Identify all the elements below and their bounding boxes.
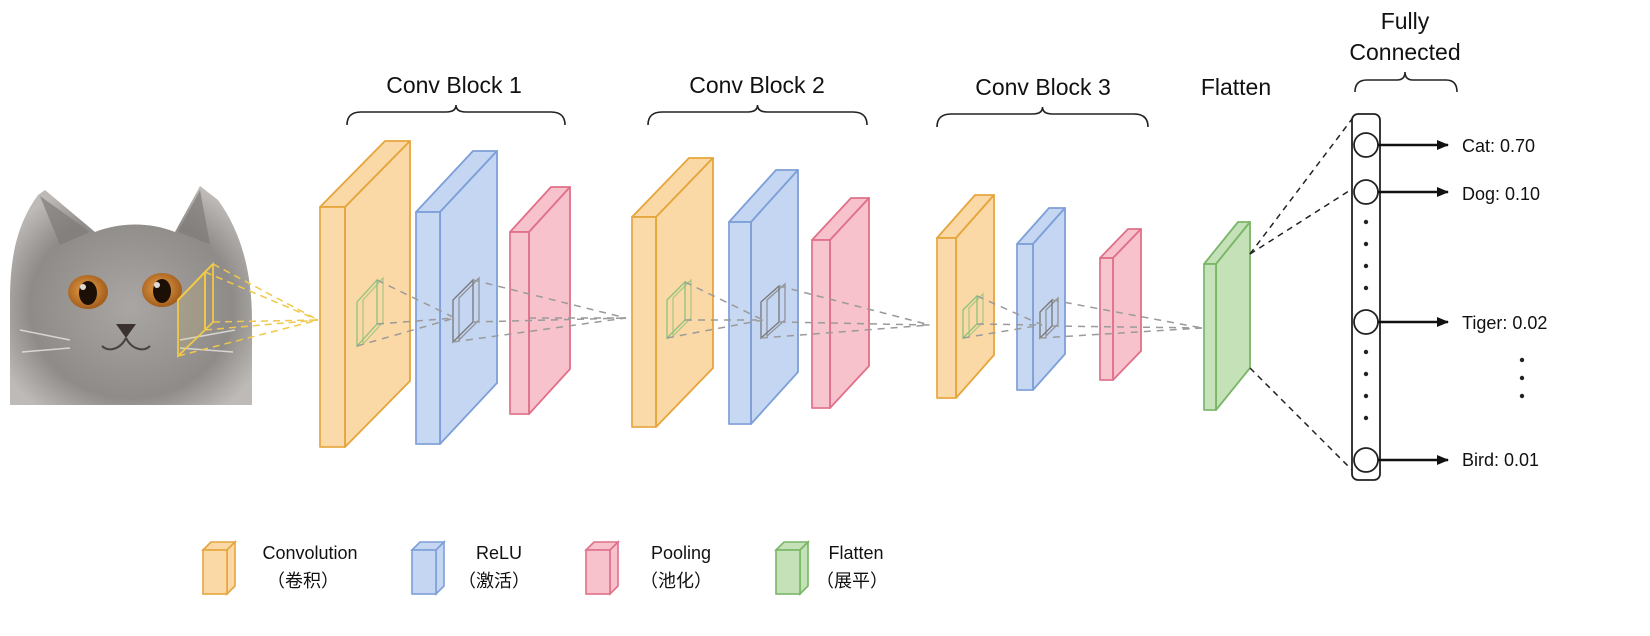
output-label-cat: Cat: 0.70 — [1462, 136, 1535, 156]
fc-ellipsis-dot-1 — [1363, 219, 1369, 225]
fc-node-1 — [1353, 132, 1379, 158]
fully-connected-layer — [1249, 113, 1525, 481]
fc-ellipsis-dot-4 — [1363, 285, 1369, 291]
legend-relu-sub: （激活） — [458, 571, 530, 591]
legend-pooling-swatch — [584, 540, 620, 596]
fc-node-2 — [1353, 179, 1379, 205]
projection-relu2-pool2 — [760, 285, 931, 339]
legend-relu-swatch — [410, 540, 446, 596]
fully-connected-label-line2: Connected — [1349, 39, 1460, 65]
block-brackets — [346, 71, 1458, 128]
pool3-layer — [1099, 228, 1142, 381]
input-kernel — [177, 261, 319, 359]
fully-connected-label-line1: Fully — [1381, 8, 1430, 34]
legend-flatten-swatch — [774, 540, 810, 596]
pool2-layer-front — [811, 239, 831, 409]
fc-node-4 — [1353, 447, 1379, 473]
fc-ellipsis-dot-8 — [1363, 415, 1369, 421]
conv-block-2-label: Conv Block 2 — [689, 72, 825, 98]
pool2-layer — [811, 197, 870, 409]
legend — [201, 540, 810, 596]
conv2-layer-front — [631, 216, 657, 428]
flatten-layer — [1203, 221, 1251, 411]
input-projection-4 — [204, 271, 319, 321]
fc-ellipsis-dot-5 — [1363, 349, 1369, 355]
conv-block-3-label: Conv Block 3 — [975, 74, 1111, 100]
fc-connection-bottom — [1249, 367, 1353, 471]
legend-flatten-label: Flatten — [828, 543, 883, 563]
conv2-layer — [631, 157, 714, 428]
legend-pooling-sub: （池化） — [640, 571, 712, 591]
fully-connected-bracket — [1354, 71, 1458, 93]
cat-photo-icon — [10, 186, 252, 405]
fc-ellipsis-dot-6 — [1363, 371, 1369, 377]
pool3-layer-front — [1099, 257, 1114, 381]
input-projection-2 — [204, 319, 319, 331]
conv-block-1-label: Conv Block 1 — [386, 72, 522, 98]
fc-column — [1351, 113, 1381, 481]
legend-convolution-label: Convolution — [262, 543, 357, 563]
conv-block-2-bracket — [647, 104, 868, 126]
fc-node-3 — [1353, 309, 1379, 335]
legend-relu-label: ReLU — [476, 543, 522, 563]
fc-ellipsis-dot-2 — [1363, 241, 1369, 247]
fc-connection-top-2 — [1249, 188, 1353, 255]
projection-conv3-relu3 — [962, 295, 1043, 339]
legend-flatten-sub: （展平） — [816, 571, 888, 591]
conv-block-1-bracket — [346, 104, 566, 126]
output-ellipsis-dot-3 — [1519, 393, 1525, 399]
relu1-layer-front — [415, 211, 441, 445]
conv-block-3-bracket — [936, 106, 1149, 128]
conv3-layer-front — [936, 237, 957, 399]
projection-relu1-pool1 — [452, 279, 627, 343]
output-label-bird: Bird: 0.01 — [1462, 450, 1539, 470]
output-ellipsis-dot-2 — [1519, 375, 1525, 381]
output-label-tiger: Tiger: 0.02 — [1462, 313, 1547, 333]
input-projection-0 — [212, 263, 319, 321]
pool1-layer-front — [509, 231, 530, 415]
output-label-dog: Dog: 0.10 — [1462, 184, 1540, 204]
input-projection-1 — [212, 319, 319, 323]
projection-relu3-flatten — [1039, 299, 1203, 339]
output-ellipsis-dot-1 — [1519, 357, 1525, 363]
input-projection-3 — [177, 319, 319, 357]
pool1-layer — [509, 186, 571, 415]
relu2-layer — [728, 169, 799, 425]
relu1-layer — [415, 150, 498, 445]
legend-pooling-label: Pooling — [651, 543, 711, 563]
projection-conv2-relu2 — [666, 281, 764, 339]
fc-ellipsis-dot-3 — [1363, 263, 1369, 269]
legend-convolution-swatch — [201, 540, 237, 596]
flatten-label: Flatten — [1201, 74, 1271, 100]
fc-connection-top-1 — [1249, 118, 1353, 255]
conv3-layer — [936, 194, 995, 399]
projection-conv1-relu1 — [356, 279, 456, 347]
legend-convolution-sub: （卷积） — [267, 571, 339, 591]
relu2-layer-front — [728, 221, 752, 425]
flatten-layer-front — [1203, 263, 1217, 411]
feature-maps — [319, 140, 1251, 448]
conv1-layer-front — [319, 206, 346, 448]
fc-ellipsis-dot-7 — [1363, 393, 1369, 399]
